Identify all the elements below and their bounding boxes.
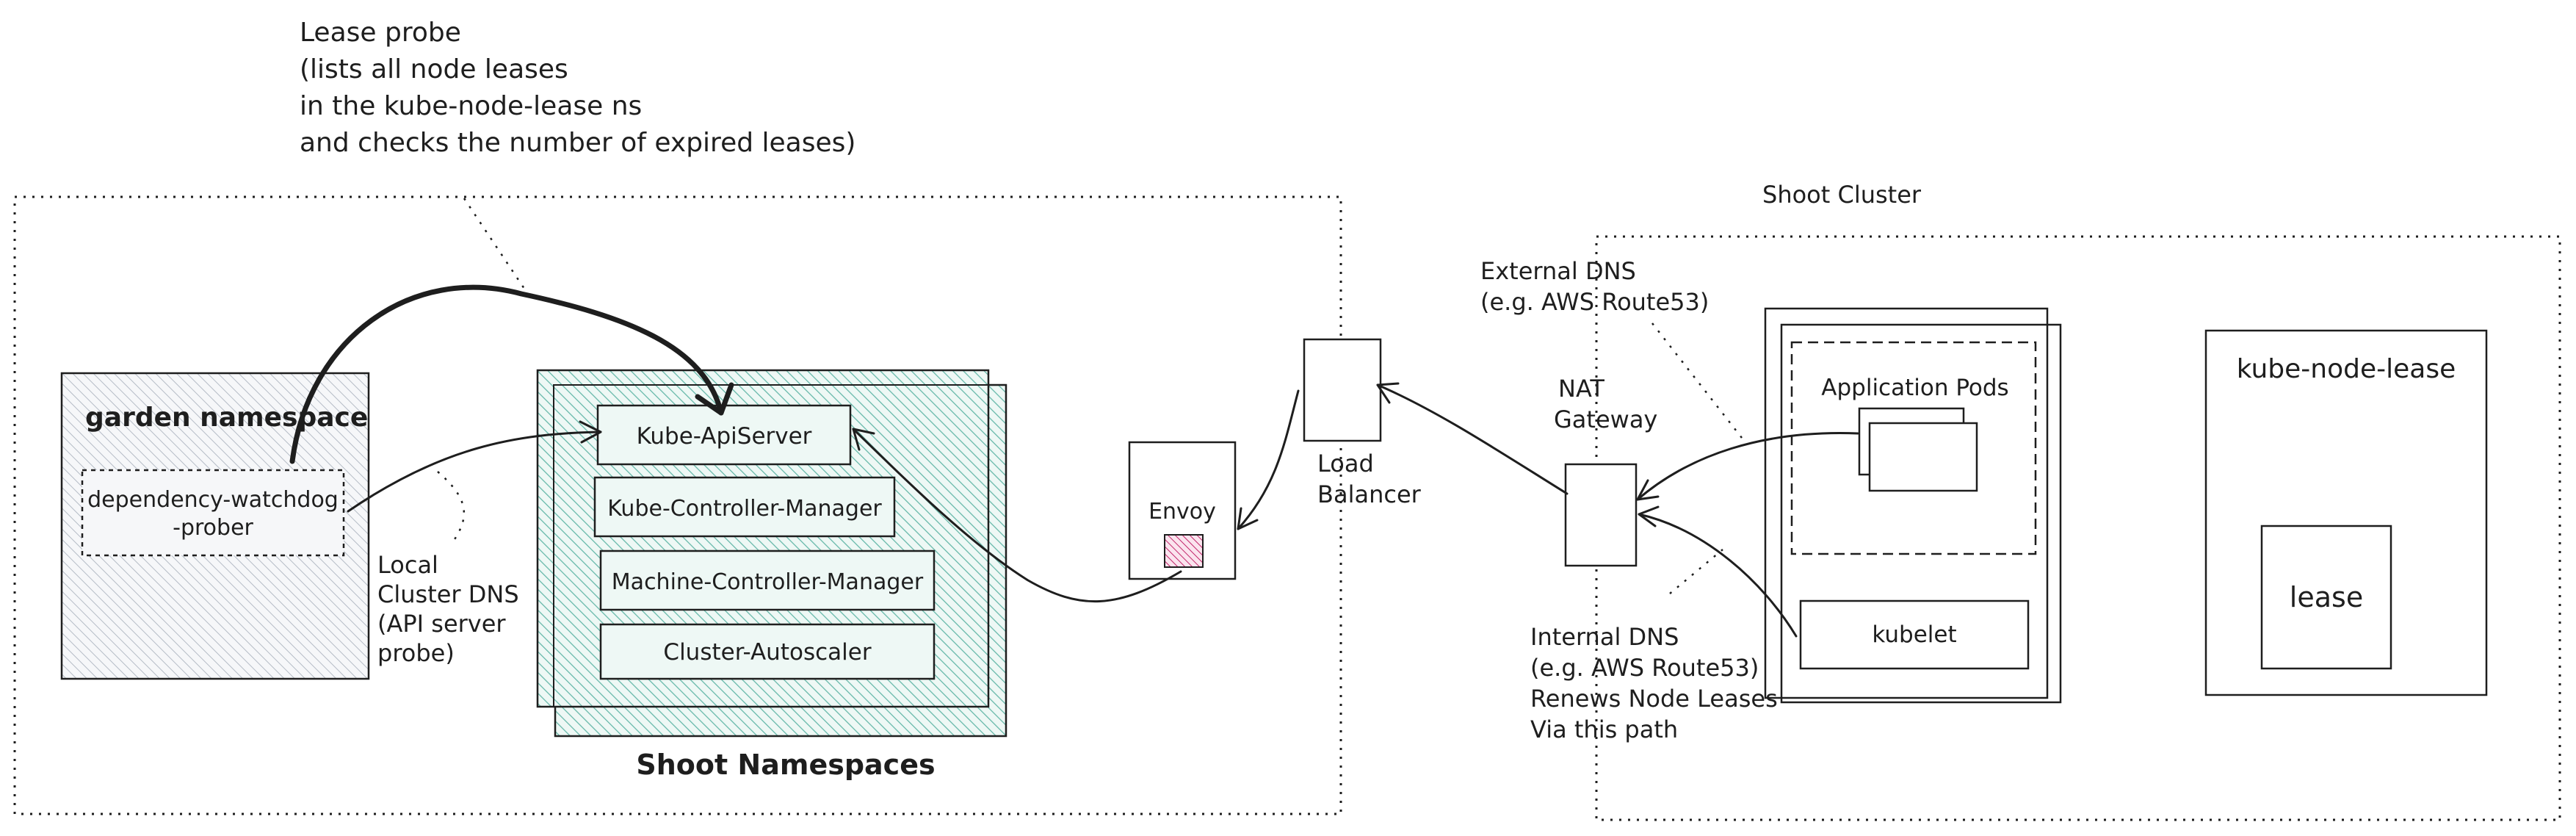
shoot-namespaces: Kube-ApiServer Kube-Controller-Manager M… [536,369,1007,781]
local-dns-pointer [437,471,466,544]
worker-node: Application Pods kubelet [1764,307,2062,704]
lease-probe-line-3: in the kube-node-lease ns [300,91,642,121]
internal-dns-line-3: Renews Node Leases [1530,685,1778,713]
load-balancer: Load Balancer [1303,338,1422,508]
prober-label-line-1: dependency-watchdog [87,487,339,513]
shoot-cluster-title: Shoot Cluster [1762,181,1922,209]
internal-dns-annotation: Internal DNS (e.g. AWS Route53) Renews N… [1530,623,1778,743]
nat-gateway-label-line-1: NAT [1558,375,1604,403]
envoy-port-marker [1164,534,1204,568]
pods-to-nat-arrow [1636,432,1859,501]
load-balancer-label-line-2: Balancer [1317,480,1422,508]
connections [289,284,1859,638]
dependency-watchdog-prober: dependency-watchdog -prober [81,469,345,557]
nat-gateway-label-line-2: Gateway [1554,406,1657,433]
local-dns-line-3: (API server [377,610,506,638]
kube-controller-manager-box: Kube-Controller-Manager [593,476,896,538]
envoy-box: Envoy [1128,441,1237,580]
prober-label-line-2: -prober [173,515,253,541]
garden-namespace-title: garden namespace [85,403,368,433]
lease-probe-line-1: Lease probe [300,18,461,48]
lease-probe-line-2: (lists all node leases [300,54,568,84]
nat-gateway: NAT Gateway [1554,375,1657,567]
kube-node-lease-title: kube-node-lease [2237,354,2456,384]
cluster-autoscaler-box: Cluster-Autoscaler [599,623,936,680]
internal-dns-pointer [1669,549,1723,594]
kube-apiserver-box: Kube-ApiServer [596,404,852,466]
application-pods-label: Application Pods [1821,375,2008,401]
local-dns-annotation: Local Cluster DNS (API server probe) [377,551,519,667]
pod-box-front [1868,422,1978,492]
lease-probe-pointer [463,198,532,298]
seed-cluster-boundary [13,195,1342,815]
load-balancer-label-line-1: Load [1317,450,1374,478]
kube-controller-manager-label: Kube-Controller-Manager [607,496,882,522]
shoot-namespaces-title: Shoot Namespaces [636,749,935,781]
local-dns-line-1: Local [377,551,438,579]
lease-box: lease [2260,525,2392,670]
lb-to-envoy-arrowhead [1237,507,1259,530]
external-dns-pointer [1651,322,1743,439]
internal-dns-line-2: (e.g. AWS Route53) [1530,654,1759,682]
lease-probe-arrow [289,284,724,464]
local-dns-line-4: probe) [377,639,455,667]
internal-dns-line-1: Internal DNS [1530,623,1679,651]
external-dns-line-1: External DNS [1480,257,1636,285]
kubelet-to-nat-arrowhead [1638,505,1660,527]
lb-to-envoy-arrow [1237,389,1300,530]
external-dns-line-2: (e.g. AWS Route53) [1480,288,1709,316]
kubelet-box: kubelet [1799,599,2030,670]
machine-controller-manager-label: Machine-Controller-Manager [612,569,924,595]
local-dns-arrowhead [579,420,602,444]
envoy-to-apiserver-arrow [852,428,1182,603]
pods-to-nat-arrowhead [1636,479,1660,501]
local-dns-line-2: Cluster DNS [377,580,519,608]
envoy-label: Envoy [1148,499,1216,525]
machine-controller-manager-box: Machine-Controller-Manager [599,549,936,611]
lease-probe-annotation: Lease probe (lists all node leases in th… [300,18,855,158]
external-dns-annotation: External DNS (e.g. AWS Route53) [1480,257,1709,316]
local-dns-arrow [347,430,602,513]
kubelet-to-nat-arrow [1638,513,1798,638]
internal-dns-line-4: Via this path [1530,716,1678,743]
garden-namespace: garden namespace dependency-watchdog -pr… [60,372,370,680]
lease-probe-arrowhead [695,382,734,416]
kube-apiserver-label: Kube-ApiServer [637,423,812,450]
nat-to-lb-arrow [1376,383,1569,495]
nat-to-lb-arrowhead [1376,382,1400,404]
kube-node-lease-namespace: kube-node-lease lease [2204,329,2488,696]
shoot-cluster-boundary [1595,235,2561,821]
application-pods-group: Application Pods [1790,341,2037,555]
kubelet-label: kubelet [1872,621,1956,648]
lease-probe-line-4: and checks the number of expired leases) [300,128,855,158]
lease-label: lease [2290,581,2363,613]
cluster-autoscaler-label: Cluster-Autoscaler [663,639,871,666]
envoy-to-apiserver-arrowhead [852,428,875,451]
